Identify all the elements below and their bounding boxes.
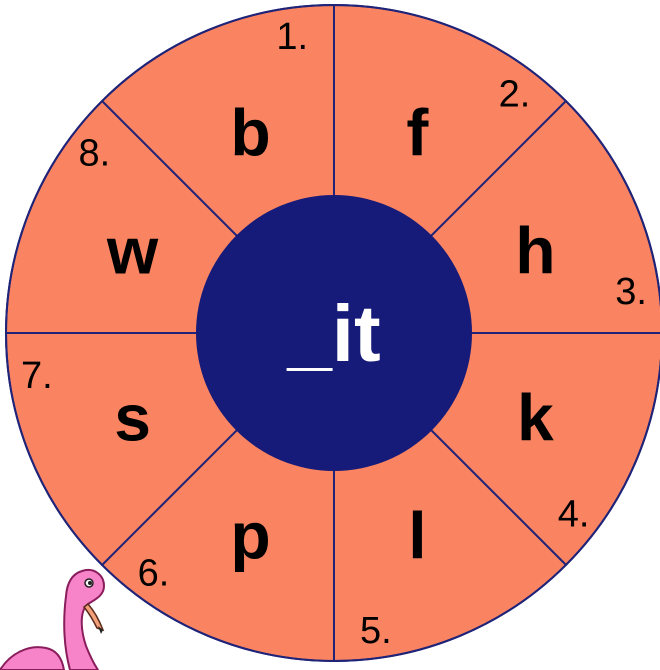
segment-letter-3: h	[515, 214, 555, 288]
segment-letter-1: b	[230, 96, 270, 170]
segment-number-1: 1.	[276, 16, 308, 58]
segment-number-6: 6.	[138, 553, 170, 595]
segment-number-3: 3.	[615, 271, 647, 313]
segment-number-2: 2.	[499, 73, 531, 115]
segment-number-8: 8.	[79, 133, 111, 175]
word-ending-label: _it	[286, 289, 380, 378]
segment-number-4: 4.	[558, 494, 590, 536]
segment-number-5: 5.	[360, 610, 392, 652]
flamingo-icon	[0, 570, 104, 670]
segment-letter-7: s	[114, 380, 151, 454]
segment-number-7: 7.	[21, 355, 53, 397]
segment-letter-6: p	[230, 498, 270, 572]
segment-letter-4: k	[517, 380, 554, 454]
segment-letter-5: l	[408, 498, 426, 572]
segment-letter-8: w	[106, 214, 159, 288]
segment-letter-2: f	[406, 96, 429, 170]
